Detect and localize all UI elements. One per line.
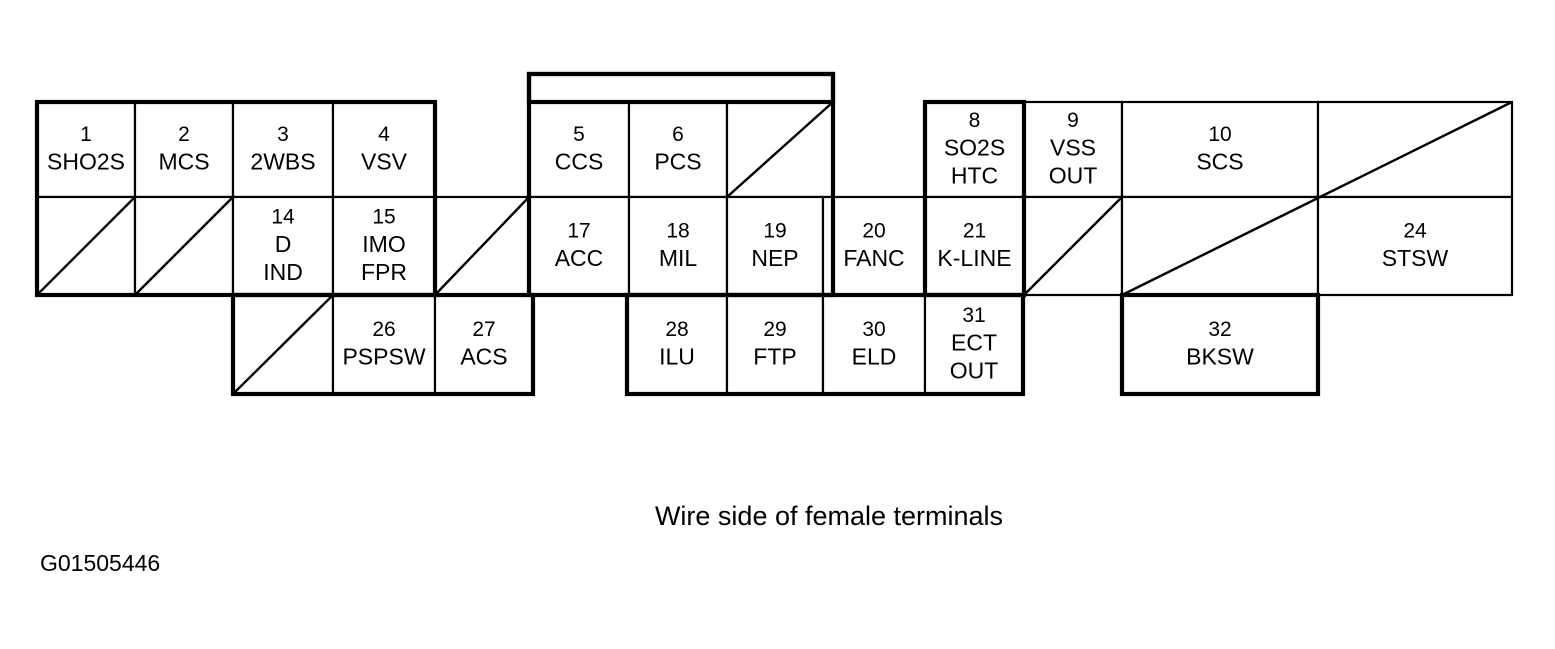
diag-r2-c1 (36, 196, 136, 296)
pin-cell-19 (725, 195, 825, 297)
pin-number-26: 26 (372, 318, 395, 341)
pin-number-17: 17 (567, 220, 590, 243)
pin-number-3: 3 (277, 123, 289, 146)
pin-cell-28 (625, 293, 729, 396)
pin-label-6: PCS (654, 149, 701, 175)
pin-label-8: HTC (951, 163, 998, 189)
far-right-block-outline (1119, 292, 1321, 397)
pin-cell-24 (1316, 195, 1514, 297)
pin-label-1: SHO2S (47, 149, 125, 175)
pin-label-32: BKSW (1186, 344, 1254, 370)
pin-label-3: 2WBS (250, 149, 315, 175)
pin-label-9: OUT (1049, 163, 1098, 189)
pin-label-2: MCS (158, 149, 209, 175)
pin-label-8: SO2S (944, 135, 1005, 161)
pin-label-31: OUT (950, 358, 999, 384)
pin-label-9: VSS (1050, 135, 1096, 161)
pin-number-20: 20 (862, 220, 885, 243)
right-block-outline (922, 99, 1027, 298)
pin-number-32: 32 (1208, 318, 1231, 341)
diag-r2-c2 (134, 196, 234, 296)
pin-number-21: 21 (963, 220, 986, 243)
pin-cell-1 (35, 100, 137, 199)
pin-number-28: 28 (665, 318, 688, 341)
pin-number-6: 6 (672, 123, 684, 146)
pin-label-27: ACS (460, 344, 507, 370)
pin-number-8: 8 (969, 109, 981, 132)
pin-number-27: 27 (472, 318, 495, 341)
pin-label-5: CCS (555, 149, 604, 175)
pin-label-4: VSV (361, 149, 408, 175)
pin-label-15: IMO (362, 231, 405, 257)
pin-label-28: ILU (659, 344, 695, 370)
pin-number-2: 2 (178, 123, 190, 146)
pin-number-19: 19 (763, 220, 786, 243)
pin-label-26: PSPSW (342, 344, 425, 370)
pin-cell-2 (133, 100, 235, 199)
pin-cell-10 (1120, 100, 1320, 199)
pin-label-15: FPR (361, 259, 407, 285)
pin-cell-27 (433, 293, 535, 396)
pin-label-21: K-LINE (937, 245, 1011, 271)
pin-number-31: 31 (962, 304, 985, 327)
pin-number-30: 30 (862, 318, 885, 341)
pin-label-14: IND (263, 259, 303, 285)
pin-label-29: FTP (753, 344, 796, 370)
pin-cell-6 (627, 100, 729, 199)
pin-label-24: STSW (1382, 245, 1449, 271)
pin-label-10: SCS (1196, 149, 1243, 175)
connector-latch-tab (526, 71, 836, 105)
connector-block-outlines-layer (34, 71, 1321, 397)
pin-label-19: NEP (751, 245, 798, 271)
pin-number-15: 15 (372, 206, 395, 229)
pin-number-18: 18 (666, 220, 689, 243)
pin-cell-21 (923, 195, 1026, 297)
pin-cell-18 (627, 195, 729, 297)
pin-label-14: D (275, 231, 292, 257)
pin-number-5: 5 (573, 123, 585, 146)
pin-number-1: 1 (80, 123, 92, 146)
pin-cell-29 (725, 293, 825, 396)
pin-label-18: MIL (659, 245, 698, 271)
pin-number-4: 4 (378, 123, 390, 146)
pin-label-20: FANC (843, 245, 904, 271)
diag-r2-c5 (434, 196, 530, 296)
pin-number-24: 24 (1403, 220, 1427, 243)
diag-r2-c11 (1023, 196, 1123, 296)
diag-r1-c7 (726, 101, 834, 198)
figure-code-label: G01505446 (40, 550, 160, 576)
pin-number-9: 9 (1067, 109, 1079, 132)
pin-text-layer: 1SHO2S2MCS32WBS4VSV5CCS6PCS8SO2SHTC9VSSO… (47, 109, 1448, 384)
diagram-caption: Wire side of female terminals (655, 501, 1003, 531)
pin-cell-14 (231, 195, 335, 297)
pin-label-30: ELD (852, 344, 897, 370)
pin-label-17: ACC (555, 245, 604, 271)
pin-number-14: 14 (271, 206, 295, 229)
pin-cell-20 (821, 195, 927, 297)
center-lower-block-outline (624, 292, 1026, 397)
diag-long-right (1121, 100, 1513, 297)
pin-label-31: ECT (951, 330, 997, 356)
blank-cell-diagonals-layer (36, 100, 1513, 395)
diag-r3-c3 (232, 294, 334, 395)
left-lower-block-outline (230, 292, 536, 397)
pin-number-29: 29 (763, 318, 786, 341)
pin-number-10: 10 (1208, 123, 1231, 146)
